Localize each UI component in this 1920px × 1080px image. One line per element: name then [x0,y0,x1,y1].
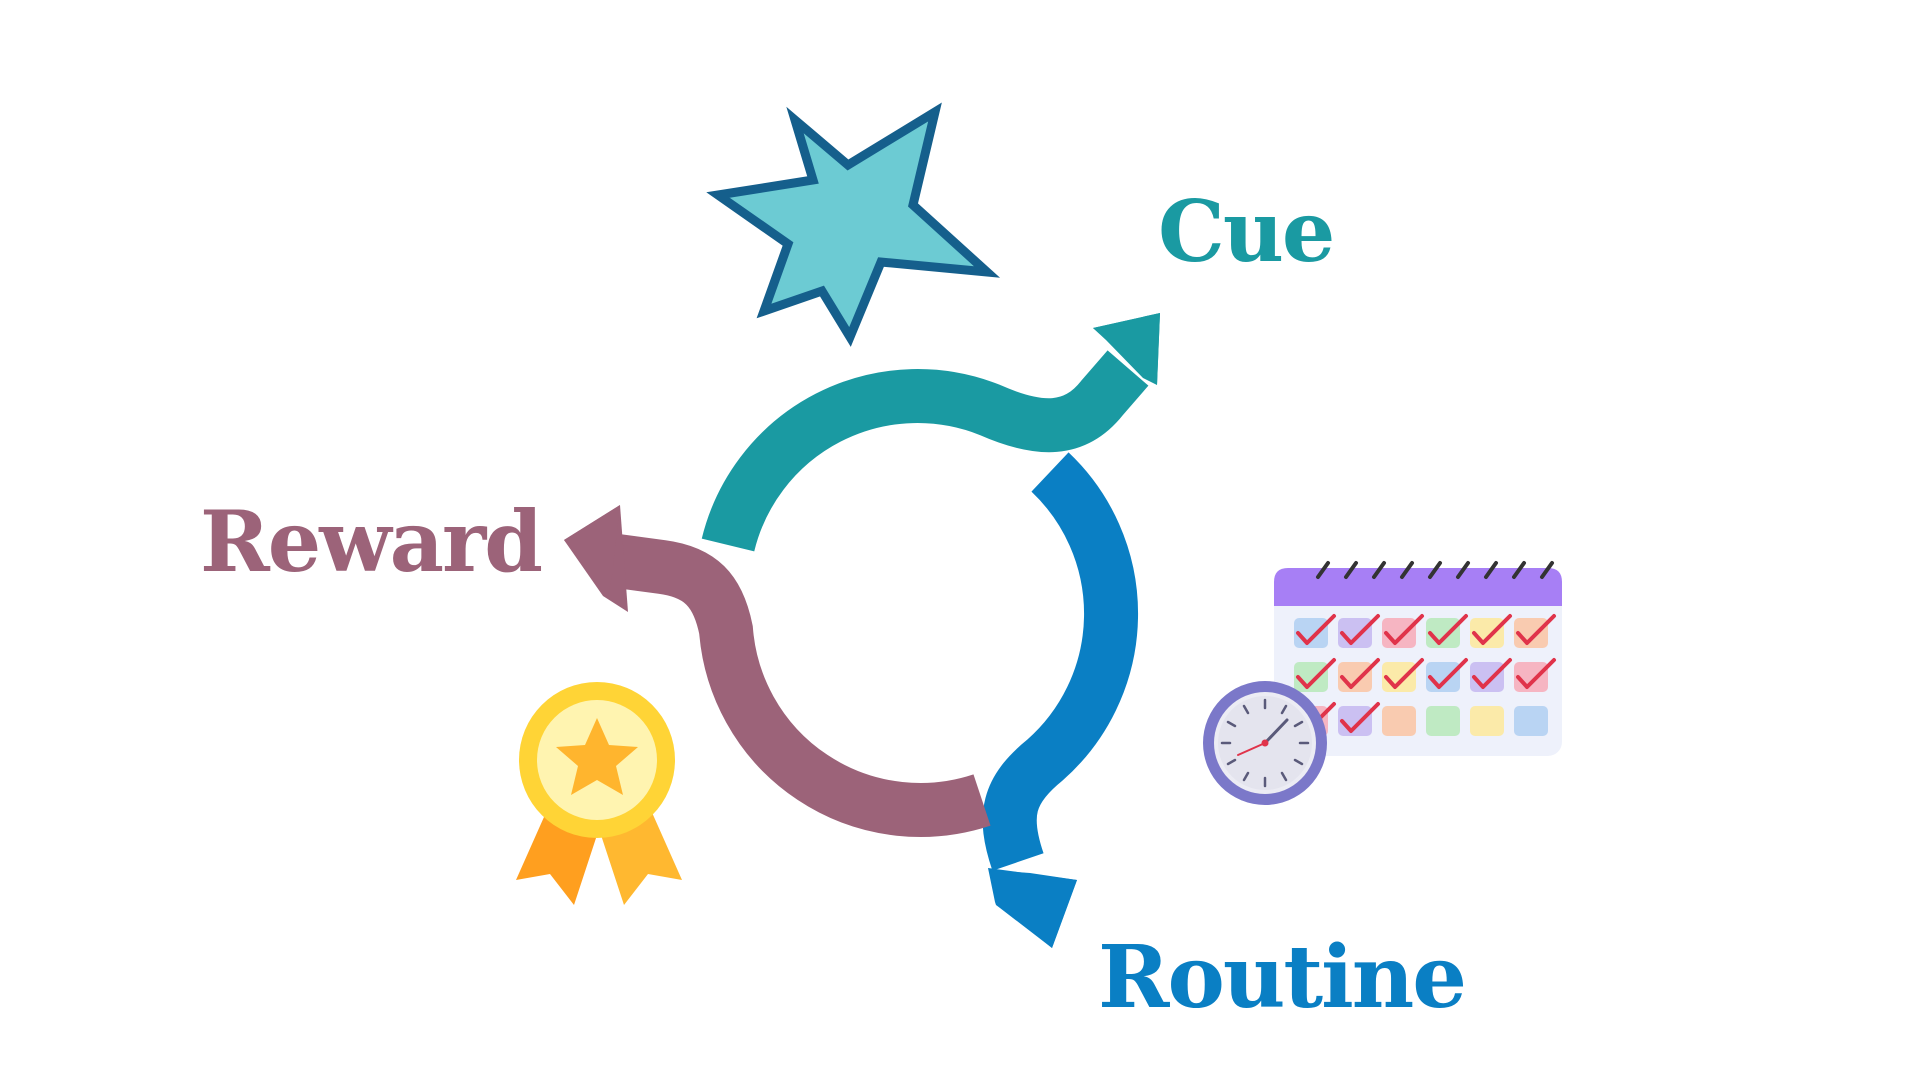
routine-arrow [982,452,1139,948]
routine-label: Routine [1098,927,1467,1028]
reward-label: Reward [200,492,543,591]
reward-arrow [564,505,991,837]
award-medal-icon [516,682,682,905]
calendar-clock-icon [1203,561,1562,805]
cue-arrow [701,313,1160,552]
clock-icon [1203,681,1327,805]
star-icon [706,102,1001,347]
cue-label: Cue [1158,182,1335,281]
